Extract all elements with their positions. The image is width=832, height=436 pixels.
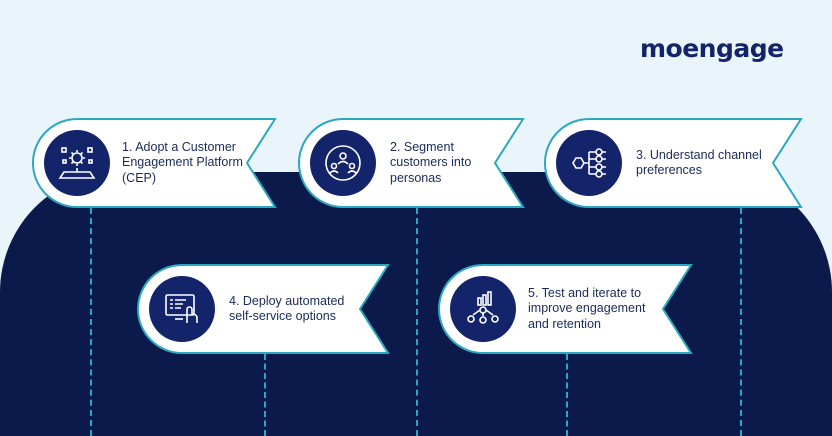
step-label-2: 2. Segment customers into personas xyxy=(390,139,472,185)
step-icon-circle xyxy=(310,130,376,196)
connector-line-5 xyxy=(566,354,568,436)
step-card-3: 3. Understand channel preferences xyxy=(544,118,804,208)
step-card-5: 5. Test and iterate to improve engagemen… xyxy=(438,264,694,354)
connector-line-2 xyxy=(416,208,418,436)
step-label-4: 4. Deploy automated self-service options xyxy=(229,293,345,324)
channel-network-icon xyxy=(572,148,606,178)
analytics-people-icon xyxy=(467,291,499,324)
step-label-3: 3. Understand channel preferences xyxy=(636,147,762,178)
step-icon-circle xyxy=(556,130,622,196)
step-icon-circle xyxy=(450,276,516,342)
connector-line-1 xyxy=(90,208,92,436)
platform-gear-icon xyxy=(58,147,96,179)
step-card-1: 1. Adopt a Customer Engagement Platform … xyxy=(32,118,278,208)
connector-line-4 xyxy=(264,354,266,436)
step-icon-circle xyxy=(149,276,215,342)
moengage-logo: moengage xyxy=(640,34,784,63)
connector-line-3 xyxy=(740,208,742,436)
step-label-1: 1. Adopt a Customer Engagement Platform … xyxy=(122,139,243,185)
persona-segment-icon xyxy=(325,145,361,181)
step-card-4: 4. Deploy automated self-service options xyxy=(137,264,391,354)
step-icon-circle xyxy=(44,130,110,196)
step-card-2: 2. Segment customers into personas xyxy=(298,118,526,208)
touchscreen-icon xyxy=(165,294,198,323)
step-label-5: 5. Test and iterate to improve engagemen… xyxy=(528,285,646,331)
